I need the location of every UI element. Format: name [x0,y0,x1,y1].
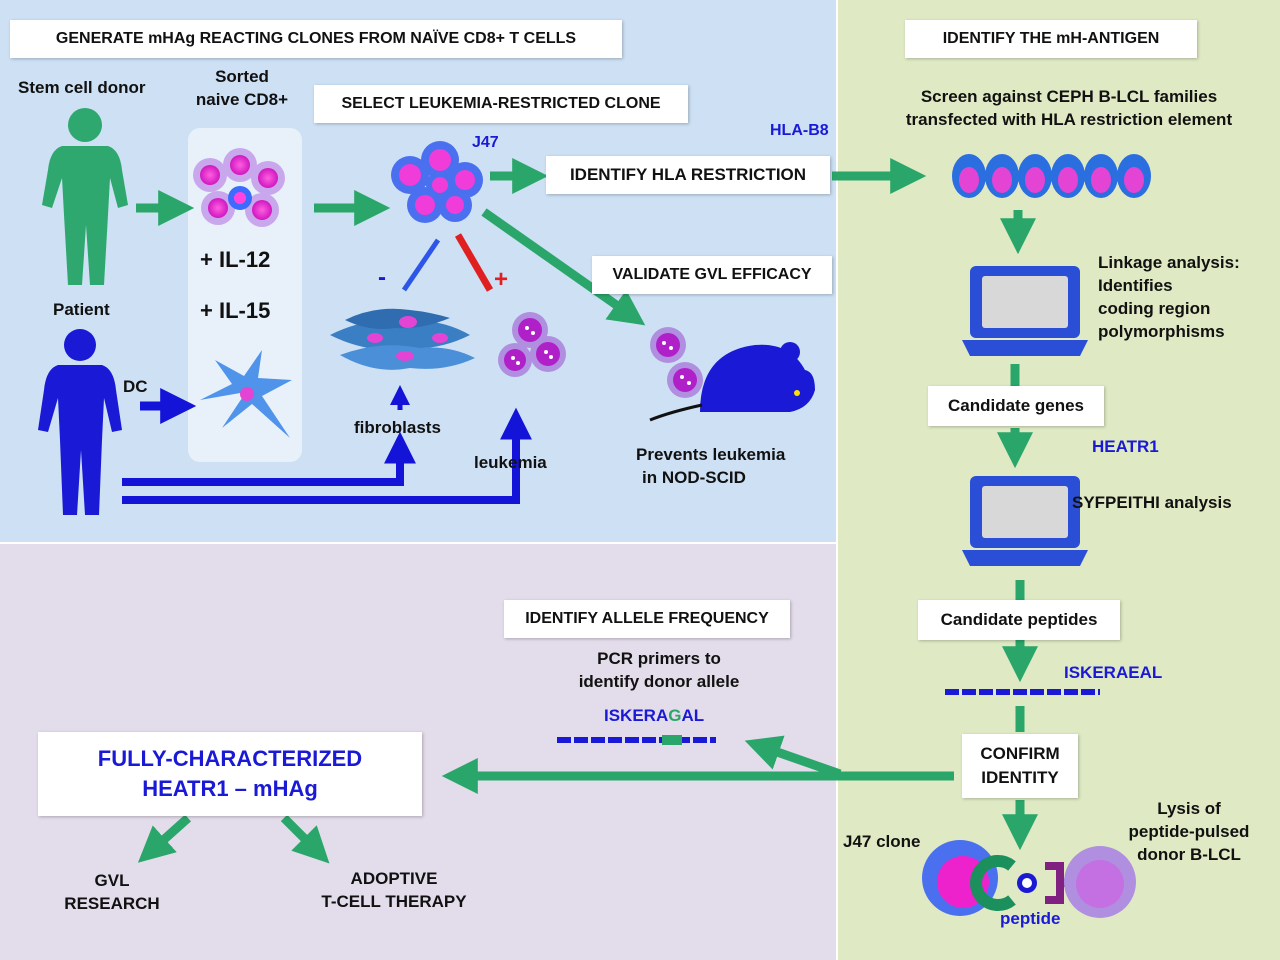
identity-line: IDENTITY [981,768,1059,787]
research-line: RESEARCH [64,893,160,913]
adoptive-line: ADOPTIVE [350,869,438,888]
linkage-analysis-label: Linkage analysis: Identifies coding regi… [1098,252,1240,344]
positive-response-line [454,233,494,292]
stem-cell-donor-figure [42,108,128,285]
patient-label: Patient [53,300,110,319]
stem-cell-donor-label: Stem cell donor [18,78,146,97]
lysis-line1: Lysis of [1157,799,1221,818]
identify-antigen-title: IDENTIFY THE mH-ANTIGEN [905,20,1197,58]
computer-linkage-icon [962,266,1088,356]
heatr1-mhag-line: HEATR1 – mHAg [142,776,318,801]
lysis-line3: donor B-LCL [1137,844,1241,864]
sorted-line: Sorted [215,67,269,86]
tcell-therapy-line: T-CELL THERAPY [321,891,467,911]
linkage-line1: Linkage analysis: [1098,253,1240,272]
lysis-line2: peptide-pulsed [1128,821,1250,841]
minus-label: - [378,264,386,291]
fully-characterized-box: FULLY-CHARACTERIZED HEATR1 – mHAg [38,732,422,816]
select-clone-box: SELECT LEUKEMIA-RESTRICTED CLONE [314,85,688,123]
peptide-label: peptide [1000,909,1061,928]
confirm-identity-box: CONFIRM IDENTITY [962,734,1078,798]
screen-line1: Screen against CEPH B-LCL families [920,87,1218,106]
identify-hla-box: IDENTIFY HLA RESTRICTION [546,156,830,194]
validate-gvl-box: VALIDATE GVL EFFICACY [592,256,832,294]
adoptive-therapy-label: ADOPTIVE T-CELL THERAPY [316,868,472,914]
prevents-leukemia-label: Prevents leukemia in NOD-SCID [636,444,785,490]
pcr-primers-label: PCR primers to identify donor allele [552,648,766,694]
iskeragal-part1: ISKERA [604,706,669,725]
sorted-label: Sorted naive CD8+ [192,66,292,112]
fully-characterized-line: FULLY-CHARACTERIZED [97,746,363,772]
il12-label: + IL-12 [200,247,271,272]
patient-figure [38,329,122,515]
leukemia-cells-mouse [650,327,703,398]
blue-arrows [122,385,532,504]
fibroblasts-label: fibroblasts [354,418,441,437]
negative-response-line [401,238,441,292]
dc-label: DC [123,377,148,396]
j47-label: J47 [472,134,499,151]
pcr-line1: PCR primers to [597,649,721,668]
syfpeithi-label: SYFPEITHI analysis [1072,493,1232,512]
pcr-line2: identify donor allele [578,671,740,691]
iskeragal-part2: AL [681,706,705,725]
leukemia-cells [498,312,566,377]
hla-b8-label: HLA-B8 [770,122,829,139]
generate-clones-title: GENERATE mHAg REACTING CLONES FROM NAÏVE… [10,20,622,58]
candidate-peptides-box: Candidate peptides [918,600,1120,640]
linkage-line4: polymorphisms [1098,321,1225,341]
prevents-line: Prevents leukemia [636,445,786,464]
lysis-illustration [922,840,1136,918]
iskeragal-label: ISKERAGAL [604,705,704,728]
allele-g-marker [662,735,682,745]
j47-clone-label: J47 clone [843,832,921,851]
linkage-line2: Identifies [1098,275,1173,295]
iskeragal-g: G [668,706,682,725]
sorted-cd8-cluster [193,148,285,227]
screen-ceph-label: Screen against CEPH B-LCL families trans… [886,86,1252,132]
allele-frequency-box: IDENTIFY ALLELE FREQUENCY [504,600,790,638]
j47-cell-cluster [391,141,483,223]
heatr1-label: HEATR1 [1092,437,1159,456]
gvl-line: GVL [94,871,130,890]
computer-syfpeithi-icon [962,476,1088,566]
lysis-label: Lysis of peptide-pulsed donor B-LCL [1116,798,1262,867]
leukemia-label: leukemia [474,453,547,472]
plus-label: + [494,266,509,293]
fibroblast-cells [330,308,475,370]
screen-line2: transfected with HLA restriction element [905,109,1233,129]
confirm-line: CONFIRM [980,744,1060,764]
candidate-genes-box: Candidate genes [928,386,1104,426]
green-arrows [136,158,1038,864]
naive-cd8-line: naive CD8+ [195,89,289,109]
iskeraeal-label: ISKERAEAL [1064,663,1163,682]
gvl-research-label: GVL RESEARCH [62,870,162,916]
linkage-line3: coding region [1098,298,1211,318]
dendritic-cell [200,350,292,438]
il15-label: + IL-15 [200,298,271,323]
nod-scid-line: in NOD-SCID [642,467,746,487]
ceph-cell-row [952,154,1151,198]
nod-scid-mouse [649,342,815,422]
